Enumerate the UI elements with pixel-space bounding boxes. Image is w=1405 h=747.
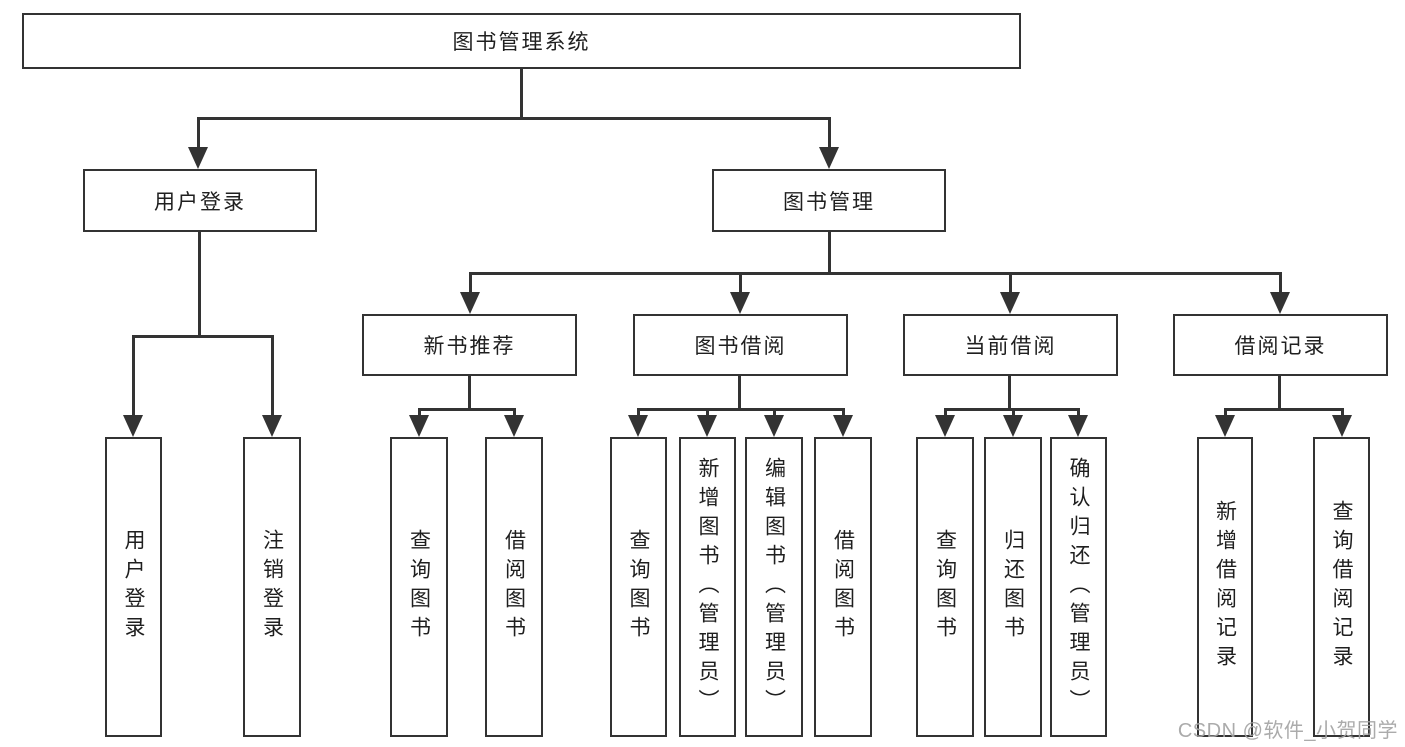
connector-user-login-rail xyxy=(132,335,274,338)
connector-drop xyxy=(842,408,845,420)
leaf-current-return-books: 归还图书 xyxy=(984,437,1042,737)
connector-book-borrowing-stub xyxy=(738,376,741,409)
arrow-down-icon xyxy=(730,292,750,314)
leaf-records-add-borrow-record: 新增借阅记录 xyxy=(1197,437,1253,737)
connector-new-book-stub xyxy=(468,376,471,409)
connector-book-management-rail xyxy=(469,272,1281,275)
connector-drop xyxy=(1341,408,1344,420)
arrow-down-icon xyxy=(1332,415,1352,437)
arrow-down-icon xyxy=(819,147,839,169)
arrow-down-icon xyxy=(1003,415,1023,437)
arrow-down-icon xyxy=(628,415,648,437)
connector-drop xyxy=(1224,408,1227,420)
leaf-newrec-query-books: 查询图书 xyxy=(390,437,448,737)
leaf-current-query-books: 查询图书 xyxy=(916,437,974,737)
connector-borrowing-records-stub xyxy=(1278,376,1281,409)
connector-root-rail xyxy=(197,117,831,120)
arrow-down-icon xyxy=(460,292,480,314)
leaf-borrowing-query-books: 查询图书 xyxy=(610,437,667,737)
leaf-user-login: 用户登录 xyxy=(105,437,162,737)
node-new-book-recommendation: 新书推荐 xyxy=(362,314,577,376)
arrow-down-icon xyxy=(1068,415,1088,437)
connector-current-borrowing-stub xyxy=(1008,376,1011,409)
leaf-borrowing-borrow-books: 借阅图书 xyxy=(814,437,872,737)
leaf-borrowing-add-books-admin: 新增图书（管理员） xyxy=(679,437,736,737)
leaf-logout: 注销登录 xyxy=(243,437,301,737)
connector-drop-user-login xyxy=(197,117,200,151)
node-book-borrowing: 图书借阅 xyxy=(633,314,848,376)
connector-drop xyxy=(1077,408,1080,420)
arrow-down-icon xyxy=(1215,415,1235,437)
leaf-borrowing-edit-books-admin: 编辑图书（管理员） xyxy=(745,437,803,737)
connector-drop-leaf-logout xyxy=(271,335,274,420)
connector-drop xyxy=(637,408,640,420)
csdn-watermark: CSDN @软件_小贺同学 xyxy=(1177,720,1398,742)
arrow-down-icon xyxy=(262,415,282,437)
arrow-down-icon xyxy=(833,415,853,437)
connector-book-management-stub xyxy=(828,232,831,273)
leaf-records-query-borrow-record: 查询借阅记录 xyxy=(1313,437,1370,737)
arrow-down-icon xyxy=(697,415,717,437)
connector-drop-borrowing-records xyxy=(1279,272,1282,297)
connector-user-login-stub xyxy=(198,232,201,336)
arrow-down-icon xyxy=(504,415,524,437)
arrow-down-icon xyxy=(188,147,208,169)
node-current-borrowing: 当前借阅 xyxy=(903,314,1118,376)
connector-drop-new-book xyxy=(469,272,472,297)
node-user-login: 用户登录 xyxy=(83,169,317,232)
connector-drop-book-borrowing xyxy=(739,272,742,297)
connector-drop xyxy=(944,408,947,420)
leaf-newrec-borrow-books: 借阅图书 xyxy=(485,437,543,737)
connector-root-stub xyxy=(520,69,523,118)
arrow-down-icon xyxy=(1270,292,1290,314)
arrow-down-icon xyxy=(1000,292,1020,314)
leaf-current-confirm-return-admin: 确认归还（管理员） xyxy=(1050,437,1107,737)
node-book-management: 图书管理 xyxy=(712,169,946,232)
connector-drop xyxy=(513,408,516,420)
arrow-down-icon xyxy=(764,415,784,437)
node-borrowing-records: 借阅记录 xyxy=(1173,314,1388,376)
connector-drop-book-management xyxy=(828,117,831,151)
connector-drop xyxy=(773,408,776,420)
connector-drop-leaf-user-login xyxy=(132,335,135,420)
node-library-management-system: 图书管理系统 xyxy=(22,13,1021,69)
connector-drop xyxy=(1012,408,1015,420)
arrow-down-icon xyxy=(935,415,955,437)
connector-book-borrowing-rail xyxy=(637,408,845,411)
connector-new-book-rail xyxy=(418,408,516,411)
connector-drop-current-borrowing xyxy=(1009,272,1012,297)
connector-drop xyxy=(706,408,709,420)
connector-borrowing-records-rail xyxy=(1224,408,1344,411)
arrow-down-icon xyxy=(123,415,143,437)
arrow-down-icon xyxy=(409,415,429,437)
connector-drop xyxy=(418,408,421,420)
